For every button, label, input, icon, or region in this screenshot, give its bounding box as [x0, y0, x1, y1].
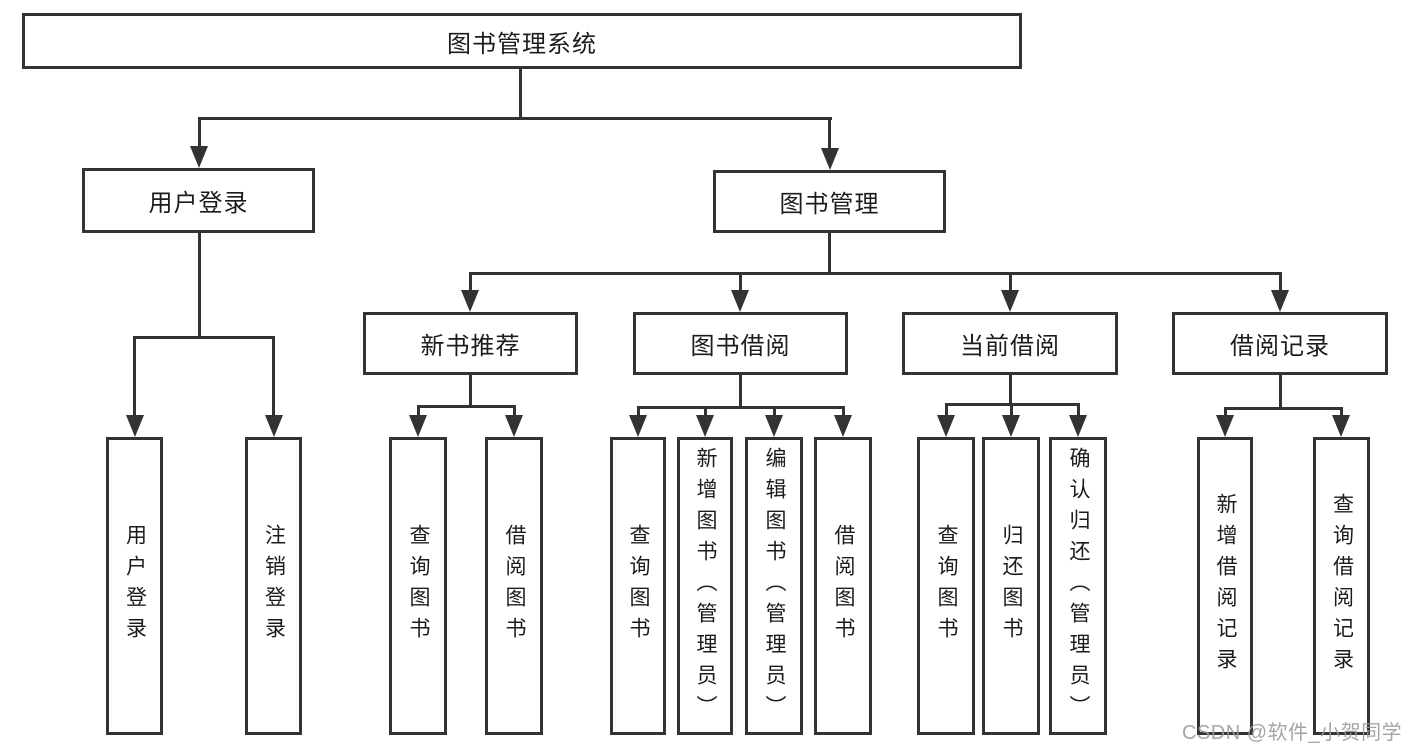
- edge-current-borrow-stem: [1009, 375, 1012, 403]
- leaf-edit-books-admin: 编辑图书（管理员）: [745, 437, 803, 735]
- edge-drop: [1340, 407, 1343, 415]
- edge-drop: [739, 272, 742, 290]
- arrowhead-down: [1271, 290, 1289, 312]
- edge-drop: [842, 406, 845, 415]
- arrowhead-down: [696, 415, 714, 437]
- edge-book-mgmt-stem: [828, 233, 831, 272]
- edge-level2-rail: [198, 117, 832, 120]
- node-user-login: 用户登录: [82, 168, 315, 233]
- leaf-query-books-borrow: 查询图书: [610, 437, 666, 735]
- arrowhead-down: [834, 415, 852, 437]
- edge-new-book-stem: [469, 375, 472, 405]
- leaf-add-borrow-record: 新增借阅记录: [1197, 437, 1253, 735]
- node-current-borrowing: 当前借阅: [902, 312, 1118, 375]
- edge-new-book-rail: [417, 405, 516, 408]
- arrowhead-down: [190, 146, 208, 168]
- edge-drop: [469, 272, 472, 290]
- edge-user-login-stem: [198, 233, 201, 336]
- edge-book-mgmt-drop: [828, 117, 831, 148]
- leaf-confirm-return-admin: 确认归还（管理员）: [1049, 437, 1107, 735]
- leaf-label: 借阅图书: [503, 524, 526, 648]
- edge-drop: [417, 405, 420, 415]
- leaf-label: 编辑图书（管理员）: [763, 446, 786, 726]
- leaf-label: 查询图书: [627, 524, 650, 648]
- leaf-label: 查询借阅记录: [1330, 493, 1354, 679]
- node-library-management-system: 图书管理系统: [22, 13, 1022, 69]
- edge-drop: [945, 403, 948, 415]
- arrowhead-down: [409, 415, 427, 437]
- edge-book-borrow-rail: [637, 406, 845, 409]
- leaf-label: 新增借阅记录: [1214, 493, 1237, 679]
- arrowhead-down: [765, 415, 783, 437]
- arrowhead-down: [821, 148, 839, 170]
- arrowhead-down: [629, 415, 647, 437]
- node-new-book-recommendation: 新书推荐: [363, 312, 578, 375]
- node-book-borrowing: 图书借阅: [633, 312, 848, 375]
- edge-borrow-record-rail: [1224, 407, 1343, 410]
- arrowhead-down: [1332, 415, 1350, 437]
- leaf-return-books: 归还图书: [982, 437, 1040, 735]
- edge-drop: [773, 406, 776, 415]
- leaf-add-books-admin: 新增图书（管理员）: [677, 437, 733, 735]
- arrowhead-down: [265, 415, 283, 437]
- leaf-label: 新增图书（管理员）: [694, 446, 717, 726]
- arrowhead-down: [505, 415, 523, 437]
- leaf-query-borrow-record: 查询借阅记录: [1313, 437, 1370, 735]
- arrowhead-down: [461, 290, 479, 312]
- node-borrowing-records: 借阅记录: [1172, 312, 1388, 375]
- watermark-text: CSDN @软件_小贺同学: [1182, 722, 1403, 744]
- node-book-management: 图书管理: [713, 170, 946, 233]
- arrowhead-down: [126, 415, 144, 437]
- arrowhead-down: [937, 415, 955, 437]
- leaf-borrow-books-recommend: 借阅图书: [485, 437, 543, 735]
- leaf-label: 查询图书: [407, 524, 430, 648]
- leaf-label: 借阅图书: [832, 524, 855, 648]
- edge-root-stem: [519, 69, 522, 117]
- leaf-user-login: 用户登录: [106, 437, 163, 735]
- edge-drop: [1009, 272, 1012, 290]
- edge-level3-rail: [469, 272, 1282, 275]
- arrowhead-down: [1001, 290, 1019, 312]
- edge-drop: [637, 406, 640, 415]
- leaf-label: 用户登录: [123, 524, 147, 648]
- edge-drop: [513, 405, 516, 415]
- arrowhead-down: [1069, 415, 1087, 437]
- edge-drop: [272, 336, 275, 415]
- edge-drop: [133, 336, 136, 415]
- edge-drop: [704, 406, 707, 415]
- leaf-label: 确认归还（管理员）: [1067, 446, 1090, 726]
- leaf-query-books-recommend: 查询图书: [389, 437, 447, 735]
- edge-user-login-drop: [198, 117, 201, 146]
- arrowhead-down: [1002, 415, 1020, 437]
- edge-book-borrow-stem: [739, 375, 742, 406]
- edge-user-login-rail: [133, 336, 275, 339]
- leaf-borrow-books: 借阅图书: [814, 437, 872, 735]
- edge-drop: [1224, 407, 1227, 415]
- arrowhead-down: [1216, 415, 1234, 437]
- leaf-label: 查询图书: [935, 524, 958, 648]
- leaf-label: 归还图书: [1000, 524, 1023, 648]
- leaf-label: 注销登录: [262, 524, 286, 648]
- edge-borrow-record-stem: [1279, 375, 1282, 407]
- edge-drop: [1010, 403, 1013, 415]
- leaf-query-books-current: 查询图书: [917, 437, 975, 735]
- edge-drop: [1077, 403, 1080, 415]
- arrowhead-down: [731, 290, 749, 312]
- leaf-logout-login: 注销登录: [245, 437, 302, 735]
- edge-drop: [1279, 272, 1282, 290]
